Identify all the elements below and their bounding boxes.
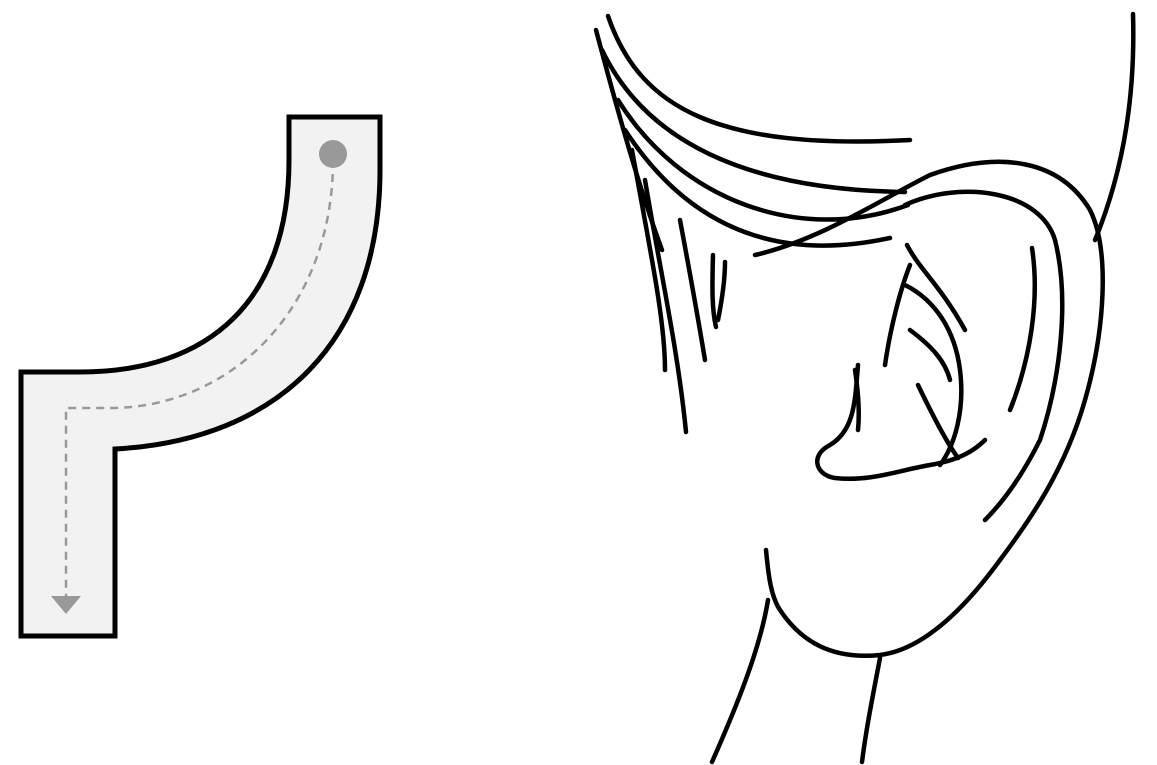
channel-diagram: [21, 117, 380, 636]
ear-antihelix: [885, 265, 910, 365]
ear-illustration: [596, 14, 1133, 762]
neck-front: [712, 600, 768, 762]
channel-outline: [21, 117, 380, 636]
head-contour: [1095, 14, 1133, 240]
start-dot-icon: [319, 140, 347, 168]
hair-strokes: [596, 16, 910, 432]
ear-crus: [1010, 248, 1035, 410]
ear-antihelix-fold: [907, 245, 965, 330]
ear-inner-helix: [905, 192, 1062, 520]
ear-fold-inner: [910, 330, 950, 380]
neck-back: [862, 658, 880, 762]
ear-fold-lower: [918, 385, 958, 458]
